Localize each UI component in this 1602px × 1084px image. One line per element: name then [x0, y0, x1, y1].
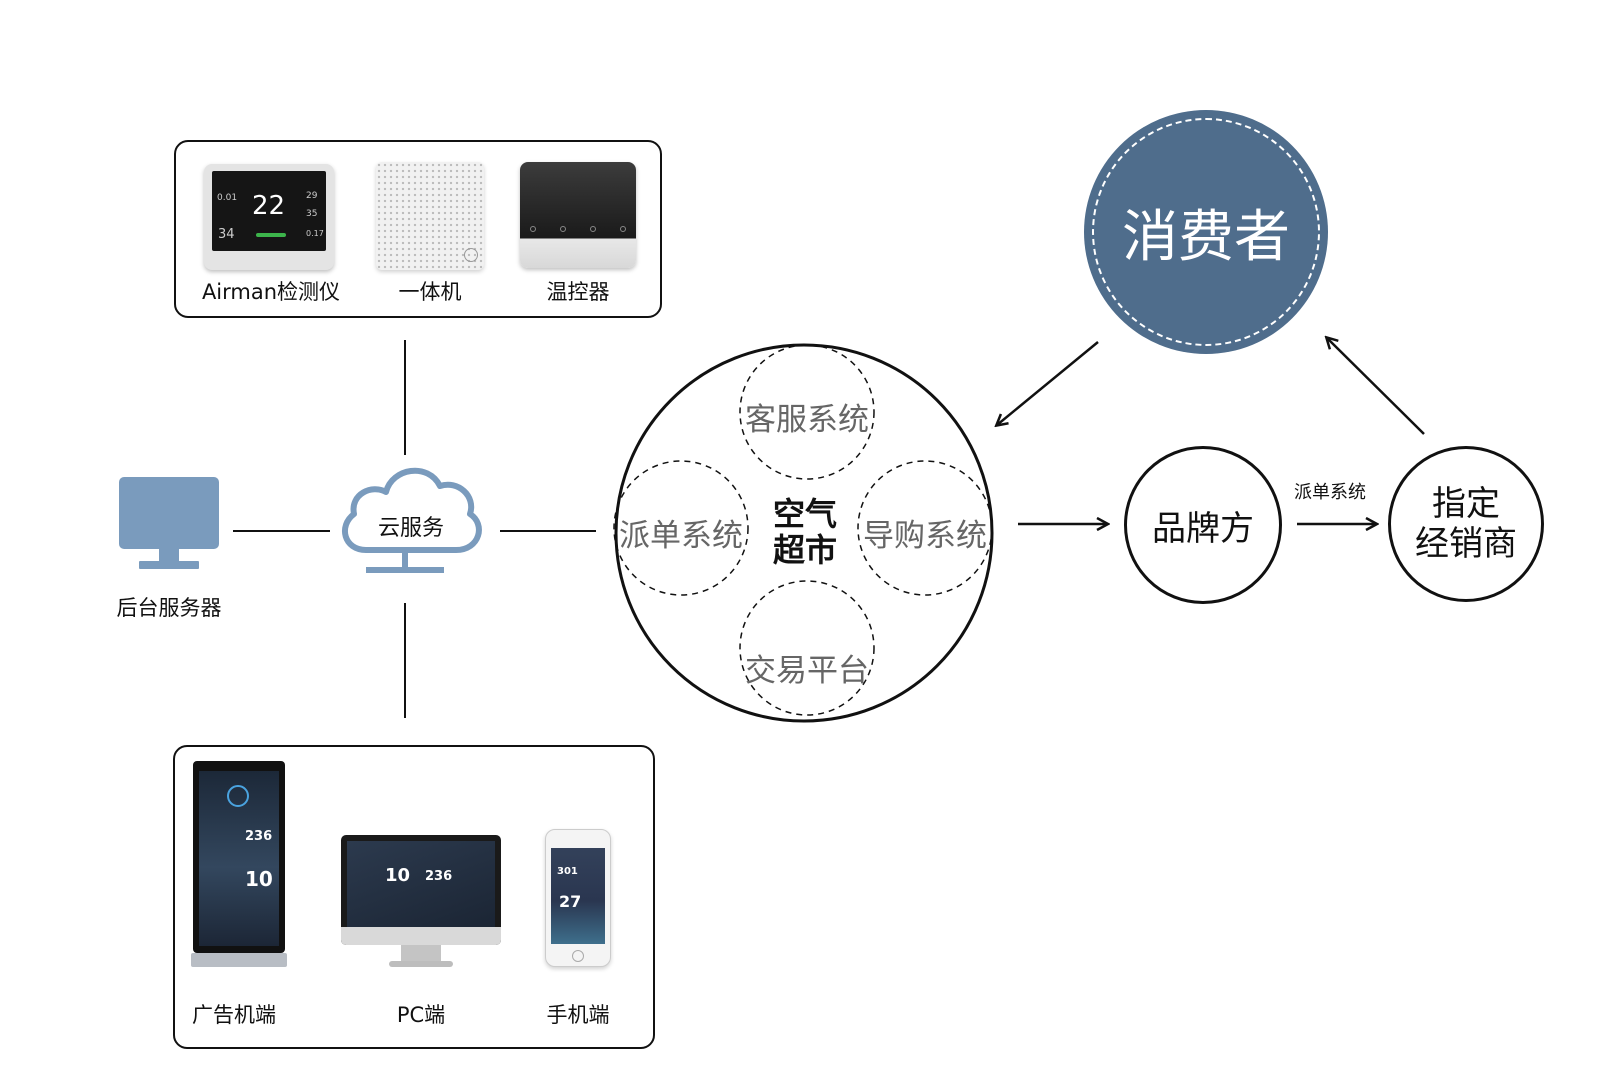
top-device-group: 0.01 22 34 29 35 0.17 Airman检测仪 一体机 温控器 — [174, 140, 662, 318]
dispatch-system-circle — [613, 460, 749, 596]
ad-value-2: 10 — [245, 867, 273, 891]
ad-label: 广告机端 — [192, 1003, 276, 1027]
arrow-dealer-to-consumer — [1327, 338, 1425, 435]
allinone-power-icon — [464, 248, 478, 262]
pc-label: PC端 — [396, 1003, 446, 1027]
ad-kiosk-stand — [191, 953, 287, 967]
allinone-label: 一体机 — [398, 280, 462, 304]
airman-label: Airman检测仪 — [201, 280, 341, 304]
dispatch-arrow-label: 派单系统 — [1294, 482, 1366, 503]
airman-value-3: 29 — [306, 191, 318, 201]
airman-value-2: 34 — [218, 227, 235, 242]
airman-status-bar — [256, 233, 286, 237]
phone-image: 301 27 — [545, 829, 611, 967]
consumer-dashed-ring — [1092, 118, 1320, 346]
airman-value-5: 0.17 — [306, 229, 324, 238]
play-icon — [227, 785, 249, 807]
bottom-device-group: 236 10 广告机端 10 236 PC端 301 27 手机端 — [173, 745, 655, 1049]
phone-home-button — [572, 950, 584, 962]
airman-value-4: 35 — [306, 209, 318, 219]
guide-system-label: 导购系统 — [863, 518, 987, 554]
service-system-label: 客服系统 — [745, 402, 869, 438]
airman-value-1: 0.01 — [217, 193, 238, 203]
dealer-circle: 指定 经销商 — [1388, 446, 1544, 602]
ad-kiosk-image: 236 10 — [191, 761, 287, 971]
consumer-circle: 消费者 — [1084, 110, 1328, 354]
brand-label: 品牌方 — [1152, 508, 1254, 549]
pc-value-1: 10 — [385, 865, 411, 886]
arrow-consumer-to-market — [997, 341, 1099, 425]
cloud-icon — [342, 467, 482, 573]
phone-value-2: 27 — [559, 892, 582, 911]
air-market-title-line2: 超市 — [772, 531, 837, 569]
server-monitor-icon — [119, 477, 219, 569]
allinone-device-image — [376, 162, 484, 270]
trade-platform-label: 交易平台 — [745, 653, 869, 689]
air-market-title-line1: 空气 — [772, 495, 837, 533]
airman-screen: 0.01 22 34 29 35 0.17 — [212, 171, 326, 251]
guide-system-circle — [857, 460, 993, 596]
consumer-label: 消费者 — [1122, 204, 1290, 270]
airman-value-main: 22 — [252, 191, 286, 221]
phone-value-1: 301 — [557, 866, 578, 877]
dispatch-system-label: 派单系统 — [619, 518, 743, 554]
thermostat-label: 温控器 — [546, 280, 610, 304]
pc-image: 10 236 — [341, 835, 501, 975]
pc-screen: 10 236 — [347, 841, 495, 927]
airman-monitor-image: 0.01 22 34 29 35 0.17 — [204, 164, 334, 270]
air-market-circles — [613, 343, 994, 723]
dealer-label-line2: 经销商 — [1415, 524, 1517, 564]
dealer-label-line1: 指定 — [1432, 484, 1500, 524]
thermostat-image — [520, 162, 636, 268]
cloud-label: 云服务 — [377, 516, 444, 541]
phone-screen: 301 27 — [551, 848, 605, 944]
service-system-circle — [739, 344, 875, 480]
thermostat-buttons — [530, 226, 626, 232]
ad-value-1: 236 — [245, 829, 273, 844]
brand-circle: 品牌方 — [1124, 446, 1282, 604]
trade-platform-circle — [739, 580, 875, 716]
pc-value-2: 236 — [425, 869, 453, 884]
ad-kiosk-screen: 236 10 — [199, 771, 279, 946]
server-label: 后台服务器 — [116, 596, 222, 620]
air-market-title: 空气 超市 — [745, 496, 865, 568]
phone-label: 手机端 — [546, 1003, 610, 1027]
